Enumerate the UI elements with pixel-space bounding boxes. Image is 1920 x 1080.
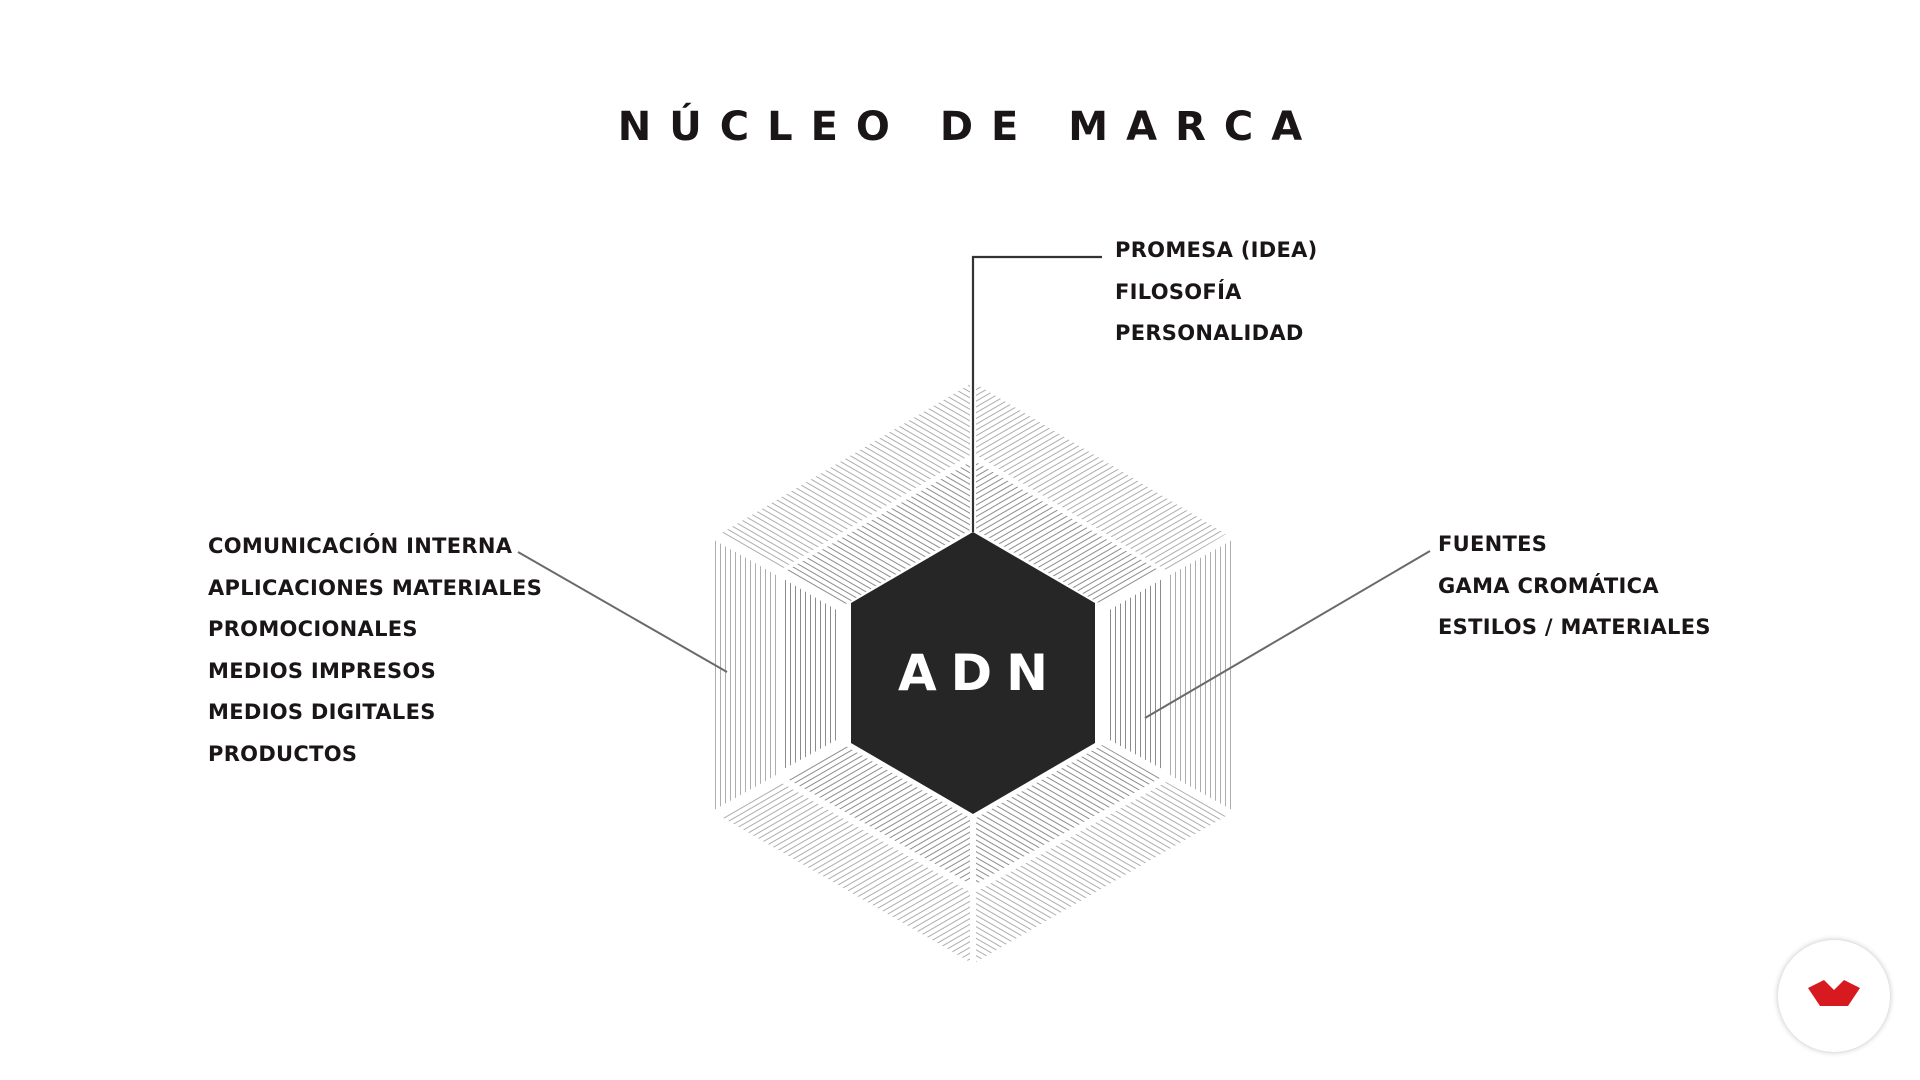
list-item: PROMOCIONALES [208, 617, 418, 641]
middle-ring-bottom-left [786, 745, 970, 884]
connector-left [517, 551, 728, 673]
right-label-list: FUENTES GAMA CROMÁTICA ESTILOS / MATERIA… [1438, 524, 1711, 649]
core-label: ADN [898, 644, 1062, 702]
list-item: PERSONALIDAD [1115, 321, 1304, 345]
list-item: FILOSOFÍA [1115, 279, 1242, 304]
outer-ring-top-right [976, 384, 1226, 570]
middle-ring-top-left [786, 462, 970, 605]
list-item: PRODUCTOS [208, 741, 358, 766]
outer-ring [714, 384, 1232, 962]
middle-ring-top-right [976, 462, 1160, 605]
middle-ring [782, 462, 1164, 884]
middle-ring-left [782, 578, 840, 770]
outer-ring-right [1170, 540, 1232, 810]
connector-top [971, 255, 1102, 532]
outer-ring-left [714, 540, 776, 810]
outer-ring-top-left [720, 384, 970, 570]
left-label-list: COMUNICACIÓN INTERNA APLICACIONES MATERI… [208, 526, 542, 775]
top-label-list: PROMESA (IDEA) FILOSOFÍA PERSONALIDAD [1115, 230, 1318, 355]
outer-ring-bottom-left [720, 782, 970, 962]
list-item: APLICACIONES MATERIALES [208, 575, 543, 600]
middle-ring-bottom-right [976, 745, 1160, 884]
list-item: FUENTES [1438, 532, 1548, 556]
list-item: COMUNICACIÓN INTERNA [208, 534, 513, 558]
list-item: MEDIOS DIGITALES [208, 700, 436, 724]
list-item: ESTILOS / MATERIALES [1438, 615, 1711, 639]
outer-ring-bottom-right [976, 782, 1226, 962]
list-item: GAMA CROMÁTICA [1438, 573, 1659, 598]
logo-badge[interactable] [1778, 940, 1890, 1052]
middle-ring-right [1106, 578, 1164, 770]
red-chevron-logo-icon [1808, 980, 1860, 1006]
list-item: PROMESA (IDEA) [1115, 238, 1318, 262]
list-item: MEDIOS IMPRESOS [208, 658, 436, 683]
core-hexagon [851, 532, 1095, 814]
connector-right [1144, 550, 1431, 719]
page-title: NÚCLEO DE MARCA [617, 104, 1321, 150]
